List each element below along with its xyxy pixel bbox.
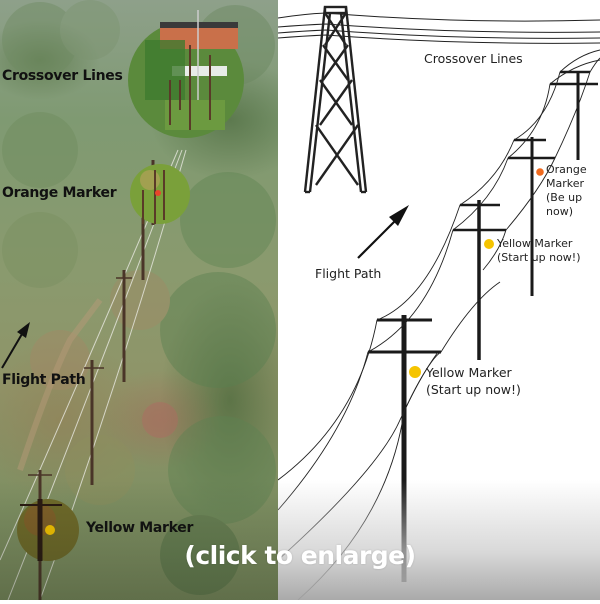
yellow-marker-dot-near	[409, 366, 421, 378]
crossover-lens	[128, 10, 244, 138]
flight-path-label: Flight Path	[315, 266, 382, 281]
crossover-lines-label: Crossover Lines	[424, 51, 523, 66]
yellow-marker-dot-photo	[45, 525, 55, 535]
orange-marker-label-photo: Orange Marker	[2, 185, 117, 201]
line-diagram: Crossover Lines Flight Path Orange Marke…	[277, 0, 600, 601]
utility-poles	[368, 70, 598, 582]
distribution-wires	[277, 49, 600, 601]
yellow-marker-near-label: Yellow Marker (Start up now!)	[426, 364, 521, 398]
flight-path-arrow-photo	[1, 322, 30, 369]
yellow-marker-near-title: Yellow Marker	[426, 365, 512, 380]
photo-illustration	[0, 0, 276, 600]
flight-path-arrow	[357, 205, 409, 259]
photo-crossarms	[28, 277, 132, 476]
orange-marker-note: (Be up now)	[546, 191, 583, 218]
orange-marker-dot-photo	[155, 190, 161, 196]
orange-marker-title: Orange Marker	[546, 163, 587, 190]
transmission-tower	[303, 5, 368, 194]
yellow-marker-label-photo: Yellow Marker	[86, 520, 194, 536]
orange-marker-lens	[130, 164, 190, 224]
orange-marker-label: Orange Marker (Be up now)	[546, 163, 600, 219]
aerial-photo: Crossover Lines Orange Marker Flight Pat…	[0, 0, 278, 600]
click-to-enlarge-link[interactable]: (click to enlarge)	[184, 541, 416, 570]
yellow-marker-far-note: (Start up now!)	[497, 251, 581, 264]
dirt-path	[17, 298, 103, 471]
diagram-svg	[277, 5, 600, 601]
crossover-lines	[277, 12, 600, 44]
crossover-lines-label-photo: Crossover Lines	[2, 68, 123, 84]
yellow-marker-far-label: Yellow Marker (Start up now!)	[497, 237, 600, 265]
yellow-marker-near-note: (Start up now!)	[426, 382, 521, 397]
yellow-marker-far-title: Yellow Marker	[497, 237, 573, 250]
flight-path-label-photo: Flight Path	[2, 372, 86, 388]
orange-marker-dot	[536, 168, 544, 176]
yellow-marker-dot-far	[484, 239, 494, 249]
yellow-marker-lens	[17, 499, 79, 561]
